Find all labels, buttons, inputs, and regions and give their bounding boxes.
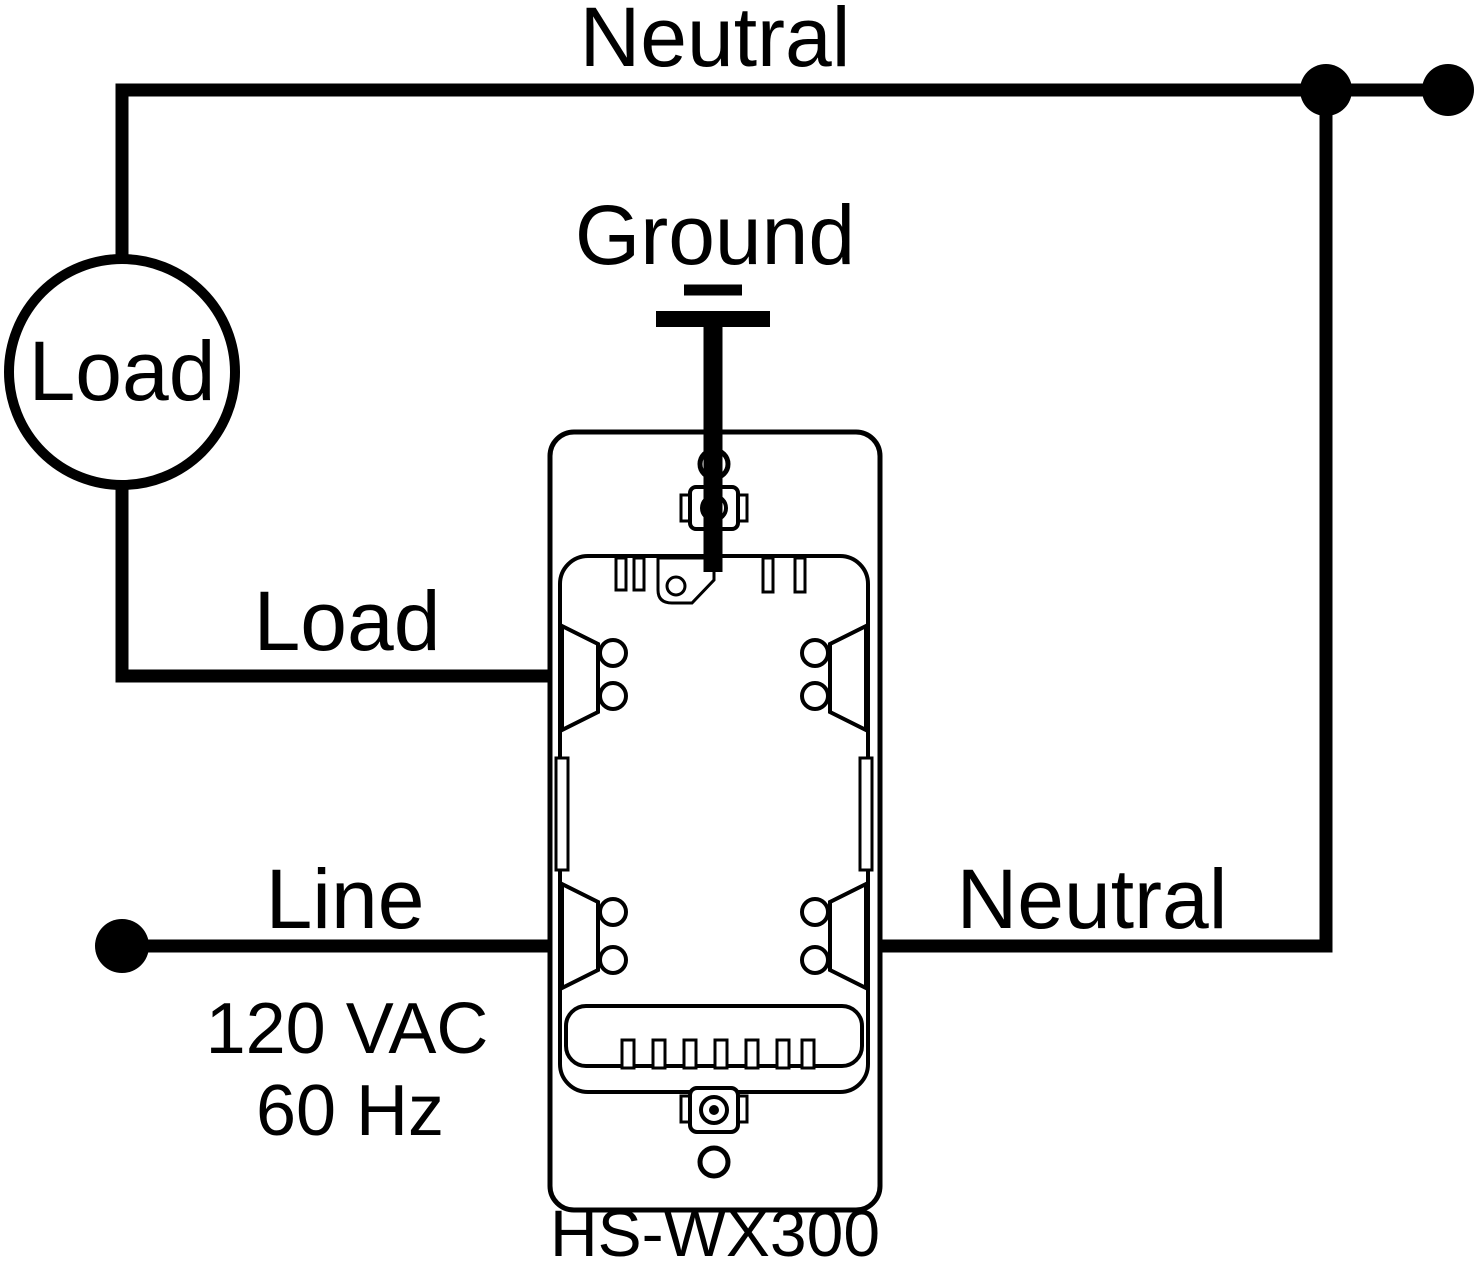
line-terminal-label: Line [266, 852, 425, 946]
load-symbol-circle [4, 254, 240, 490]
load-wire [115, 486, 552, 683]
ground-symbol [656, 284, 770, 572]
terminal-plate-upper-left [560, 622, 600, 734]
tooth-4 [713, 1038, 729, 1070]
tooth-5 [744, 1038, 760, 1070]
top-slot-4 [793, 556, 807, 594]
terminal-screw-ll-1 [598, 897, 628, 927]
terminal-screw-lr-1 [800, 897, 830, 927]
tooth-6 [775, 1038, 791, 1070]
terminal-screw-lr-2 [800, 945, 830, 975]
tooth-7 [800, 1038, 816, 1070]
line-end-dot [95, 919, 149, 973]
frequency-label: 60 Hz [256, 1071, 444, 1151]
connector-teeth [620, 1038, 816, 1070]
terminal-plate-lower-left [560, 880, 600, 992]
voltage-label: 120 VAC [206, 989, 489, 1069]
terminal-screw-ll-2 [598, 945, 628, 975]
neutral-wire-right [878, 90, 1333, 953]
ground-label: Ground [575, 188, 855, 282]
switch-device [547, 429, 883, 1213]
terminal-plate-upper-right [828, 622, 868, 734]
tooth-1 [620, 1038, 636, 1070]
terminal-plate-lower-right [828, 880, 868, 992]
terminal-screw-ul-1 [598, 638, 628, 668]
neutral-wire-top [115, 83, 1448, 258]
neutral-junction-dot [1300, 64, 1352, 116]
neutral-terminal-label: Neutral [957, 852, 1228, 946]
tooth-3 [682, 1038, 698, 1070]
top-slot-3 [761, 556, 775, 594]
neutral-end-dot [1422, 64, 1474, 116]
load-terminal-label: Load [254, 574, 441, 668]
side-rail-right [858, 756, 874, 872]
bottom-screw-center [709, 1105, 719, 1115]
side-rail-left [554, 756, 570, 872]
bottom-screw [679, 1086, 749, 1134]
ground-plate-hole [665, 575, 687, 597]
top-slot-1 [614, 556, 628, 592]
top-slot-2 [632, 556, 646, 592]
terminal-screw-ur-2 [800, 681, 830, 711]
neutral-label-top: Neutral [580, 0, 851, 84]
bottom-mounting-hole [697, 1145, 731, 1179]
device-model-label: HS-WX300 [550, 1196, 880, 1266]
terminal-screw-ur-1 [800, 638, 830, 668]
terminal-screw-ul-2 [598, 681, 628, 711]
tooth-2 [651, 1038, 667, 1070]
load-symbol-label: Load [29, 324, 216, 418]
